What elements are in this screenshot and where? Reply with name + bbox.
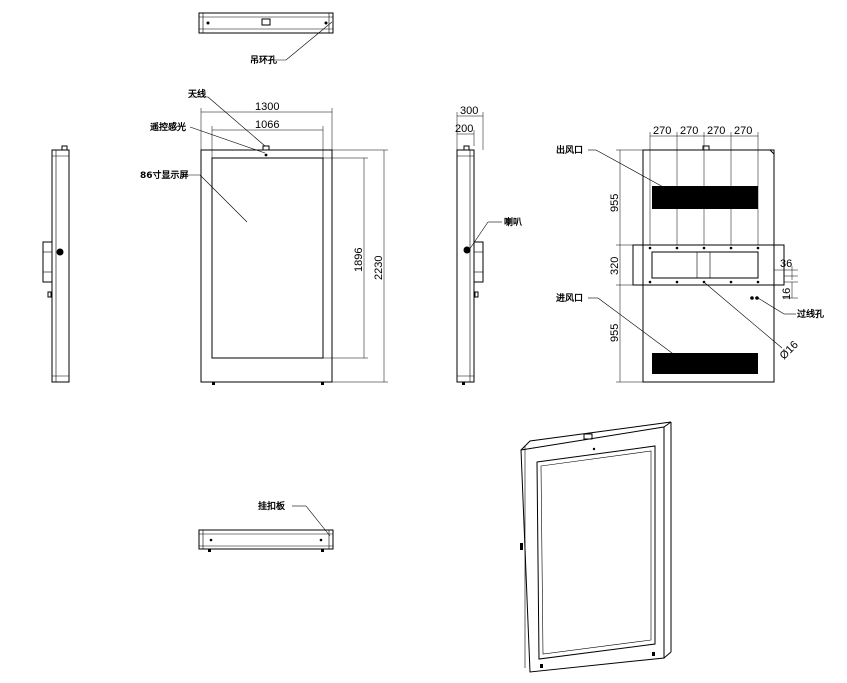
dim-pitch-3: 270	[707, 125, 725, 137]
label-speaker: 喇叭	[504, 216, 522, 228]
dim-side-inner-depth: 200	[455, 123, 473, 135]
front-view: 1300 1066 1896 2230 天线 遥控感光 86寸显示屏	[140, 88, 388, 385]
label-air-outlet: 出风口	[556, 144, 583, 156]
dim-front-width: 1300	[255, 101, 279, 113]
dim-front-height: 2230	[373, 256, 385, 280]
dim-pitch-1: 270	[653, 125, 671, 137]
top-view: 吊环孔	[198, 12, 334, 66]
label-screen: 86寸显示屏	[140, 169, 189, 181]
dim-bracket-offset: 36	[780, 258, 792, 270]
label-cable-hole: 过线孔	[797, 308, 824, 320]
bottom-view: 挂扣板	[198, 500, 334, 552]
dim-bracket-small: 16	[781, 288, 793, 300]
isometric-view	[520, 421, 672, 673]
back-view: 270 270 270 270 955 320 955 36 16 出风口 进风…	[556, 125, 824, 383]
label-buckle-plate: 挂扣板	[258, 500, 286, 512]
label-remote-sensor: 遥控感光	[150, 121, 186, 133]
right-side-view: 300 200 喇叭	[455, 105, 522, 385]
dim-front-inner-height: 1896	[353, 248, 365, 272]
dim-hole-diameter: Ø16	[778, 339, 801, 362]
dim-pitch-4: 270	[734, 125, 752, 137]
label-antenna: 天线	[188, 88, 206, 100]
dim-side-depth: 300	[460, 105, 478, 117]
dim-front-inner-width: 1066	[255, 119, 279, 131]
dim-back-top-gap: 955	[609, 194, 621, 212]
label-air-inlet: 进风口	[556, 292, 583, 304]
label-hanging-hole: 吊环孔	[250, 54, 277, 66]
dim-back-mid: 320	[609, 257, 621, 275]
left-side-view	[42, 145, 70, 383]
dim-back-bottom-gap: 955	[609, 324, 621, 342]
dim-pitch-2: 270	[680, 125, 698, 137]
